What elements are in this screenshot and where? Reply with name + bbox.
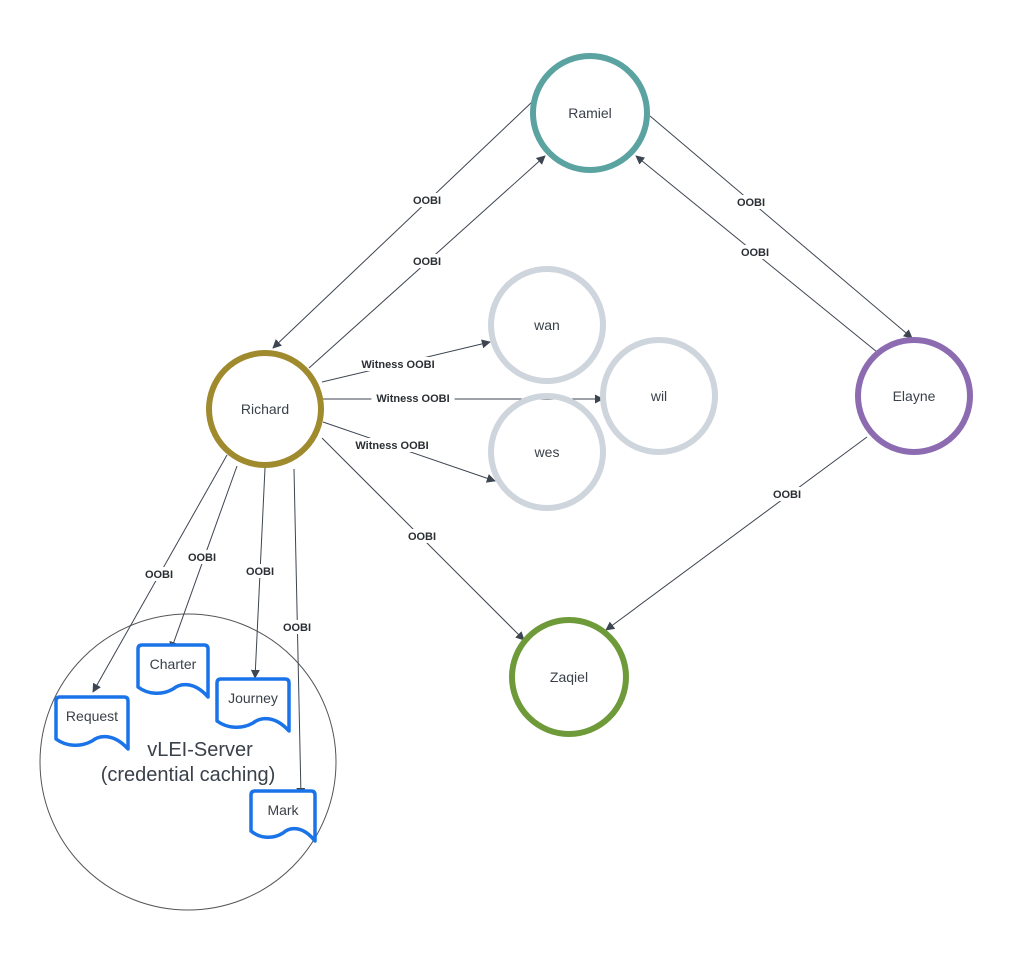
edge-label-background [771,487,803,501]
edge-label-background [281,620,313,634]
edge-line [272,101,533,349]
edge-label: OOBI [741,247,769,259]
node-label: wil [650,388,667,404]
vlei-server-title: vLEI-Server [147,739,253,761]
document-mark[interactable]: Mark [249,789,317,843]
witness-circle [488,266,606,384]
controller-circle [509,617,629,737]
edge-line [605,436,868,631]
edge-richard-to-mark: OOBI [281,468,313,797]
controller-circle [855,337,973,455]
edge-label-background [739,245,771,259]
edge-label-background [406,529,438,543]
edge-label: OOBI [188,552,216,564]
vlei-server-boundary [39,613,337,911]
edge-label: OOBI [283,622,311,634]
node-richard[interactable]: Richard [206,350,324,468]
witness-circle [600,337,718,455]
document-charter[interactable]: Charter [136,643,210,699]
edge-label-background [411,254,443,268]
document-request[interactable]: Request [54,695,130,751]
node-label: wan [533,317,560,333]
edge-label-background [356,357,440,371]
edge-ramiel-to-elayne: OOBI [649,115,913,339]
node-zaqiel[interactable]: Zaqiel [509,617,629,737]
edge-elayne-to-zaqiel: OOBI [605,436,868,631]
edge-label-background [244,564,276,578]
edge-richard-to-wil: Witness OOBI [323,391,604,405]
edge-label: OOBI [773,489,801,501]
node-label: Zaqiel [550,669,588,685]
edge-label: OOBI [413,256,441,268]
node-wan[interactable]: wan [488,266,606,384]
edge-label: Witness OOBI [355,440,428,452]
controller-circle [530,53,650,173]
edge-label: Witness OOBI [361,359,434,371]
edge-label: OOBI [246,566,274,578]
controller-circle [206,350,324,468]
document-label: Request [66,708,118,724]
edge-label-background [411,193,443,207]
edge-richard-to-charter: OOBI [169,465,238,651]
node-wes[interactable]: wes [488,393,606,511]
edge-richard-to-journey: OOBI [244,467,276,679]
witness-circle [488,393,606,511]
document-shape [136,643,210,699]
document-label: Mark [267,802,299,818]
document-shape [215,677,291,733]
edge-label: OOBI [413,195,441,207]
node-ramiel[interactable]: Ramiel [530,53,650,173]
vlei-server-subtitle: (credential caching) [101,764,276,786]
document-label: Journey [228,690,278,706]
edge-elayne-to-ramiel: OOBI [635,155,878,353]
node-elayne[interactable]: Elayne [855,337,973,455]
edges: OOBI OOBI OOBI OOBI Witness OOBI Witness OOBI… [92,101,913,797]
edge-label: OOBI [408,531,436,543]
node-label: wes [534,444,560,460]
edge-richard-to-zaqiel: OOBI [321,437,525,641]
edge-richard-to-ramiel: OOBI [308,155,546,369]
edge-ramiel-to-richard: OOBI [272,101,533,349]
document-journey[interactable]: Journey [215,677,291,733]
edge-label: OOBI [737,197,765,209]
vlei-server: vLEI-Server (credential caching) [39,613,337,911]
edge-richard-to-request: OOBI [92,454,228,693]
edge-richard-to-wan: Witness OOBI [321,339,491,383]
node-label: Richard [241,401,289,417]
document-shape [54,695,130,751]
edge-line [649,115,913,339]
document-shape [249,789,317,843]
edge-label-background [735,195,767,209]
edge-label-background [143,567,175,581]
edge-label-background [350,438,434,452]
edge-richard-to-wes: Witness OOBI [322,421,496,483]
edge-label: OOBI [145,569,173,581]
node-label: Ramiel [568,105,612,121]
node-label: Elayne [893,388,936,404]
edge-label: Witness OOBI [376,393,449,405]
node-wil[interactable]: wil [600,337,718,455]
document-label: Charter [150,656,197,672]
edge-label-background [186,550,218,564]
edge-label-background [371,391,455,405]
